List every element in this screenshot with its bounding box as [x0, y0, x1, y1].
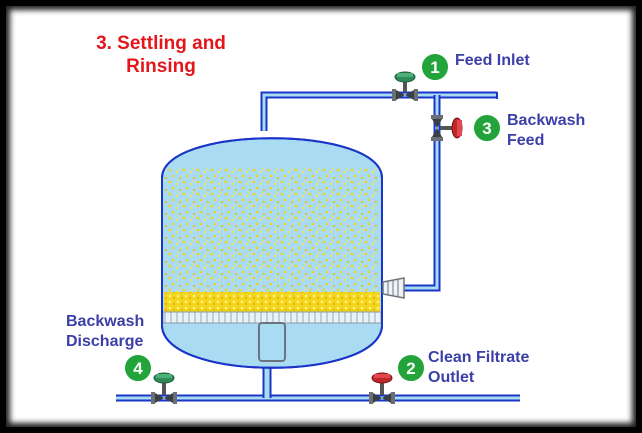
- underdrain-nozzle-plate: [162, 311, 382, 324]
- label-clean-filtrate-outlet: Clean Filtrate Outlet: [428, 348, 529, 388]
- backwash-feed-valve[interactable]: [431, 115, 463, 141]
- label-backwash-feed: Backwash Feed: [507, 111, 585, 151]
- svg-text:3: 3: [482, 119, 491, 138]
- backwash-discharge-valve[interactable]: [151, 372, 177, 404]
- badge-2: 2: [396, 353, 426, 383]
- svg-text:2: 2: [406, 359, 415, 378]
- badge-4: 4: [123, 353, 153, 383]
- svg-text:1: 1: [430, 58, 439, 77]
- filter-media-bed: [165, 168, 379, 298]
- media-settled-layer: [164, 292, 380, 312]
- label-backwash-discharge-line-1: Backwash: [66, 313, 145, 330]
- label-backwash-feed-line-2: Feed: [507, 132, 545, 149]
- diagram-title: 3. Settling and Rinsing: [76, 32, 246, 78]
- title-line-2: Rinsing: [126, 56, 196, 77]
- label-backwash-feed-line-1: Backwash: [507, 112, 586, 129]
- label-clean-filtrate-line-2: Outlet: [428, 369, 475, 386]
- label-clean-filtrate-line-1: Clean Filtrate: [428, 349, 530, 366]
- label-feed-inlet: Feed Inlet: [455, 51, 530, 71]
- badge-1: 1: [420, 52, 450, 82]
- outlet-collector: [258, 322, 286, 362]
- label-backwash-discharge: Backwash Discharge: [66, 312, 144, 352]
- feed-inlet-pipe: [260, 91, 498, 131]
- label-backwash-discharge-line-2: Discharge: [66, 333, 144, 350]
- filter-tank: [161, 137, 383, 369]
- badge-3: 3: [472, 113, 502, 143]
- backwash-distributor: [382, 277, 405, 299]
- backwash-feed-pipe: [400, 95, 441, 292]
- feed-inlet-valve[interactable]: [392, 71, 418, 101]
- clean-filtrate-valve[interactable]: [369, 372, 395, 404]
- title-line-1: 3. Settling and: [96, 33, 226, 54]
- svg-text:4: 4: [133, 359, 143, 378]
- label-feed-inlet-line-1: Feed Inlet: [455, 52, 530, 69]
